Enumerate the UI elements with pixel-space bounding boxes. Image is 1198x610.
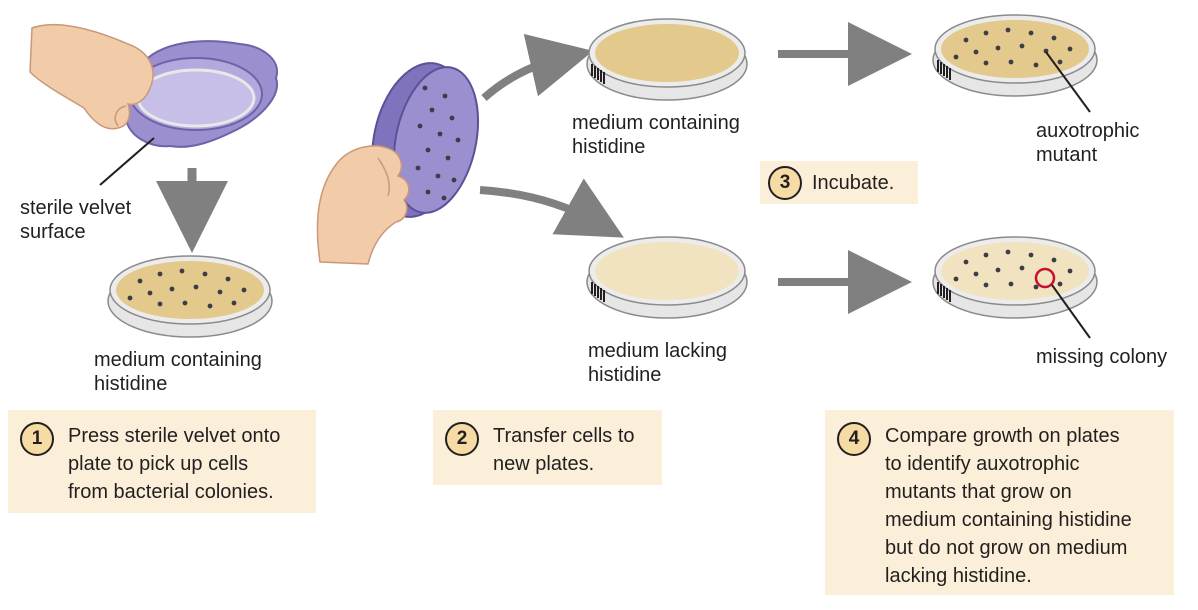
step-4-line-6: lacking histidine. [885, 565, 1032, 587]
step-1-line-2: plate to pick up cells [68, 453, 249, 475]
step-1-box: 1 Press sterile velvet onto plate to pic… [8, 410, 316, 513]
result-plate-histidine [932, 14, 1098, 97]
step-4-line-2: to identify auxotrophic [885, 453, 1080, 475]
step-4-line-1: Compare growth on plates [885, 425, 1120, 447]
label-replica-histidine-line2: histidine [572, 136, 646, 158]
step-2-box: 2 Transfer cells to new plates. [433, 410, 662, 485]
label-sterile-velvet: sterile velvet surface [20, 196, 131, 244]
velvet-pointer-line [99, 137, 155, 186]
master-plate [107, 255, 273, 338]
label-replica-lacking-line2: histidine [588, 364, 662, 386]
velvet-pad-step1 [115, 40, 279, 148]
step-2-line-1: Transfer cells to [493, 425, 635, 447]
replica-plate-histidine [586, 18, 748, 101]
auxotrophic-pointer-line [1045, 51, 1091, 113]
arrow-to-lacking-plate [479, 178, 624, 238]
label-auxotrophic-mutant: auxotrophic mutant [1036, 119, 1139, 167]
step-4-box: 4 Compare growth on plates to identify a… [825, 410, 1174, 595]
result-plate-lacking [932, 236, 1098, 319]
step-3-line-1: Incubate. [812, 172, 895, 194]
step-2-number: 2 [445, 422, 479, 456]
label-replica-histidine-line1: medium containing [572, 112, 740, 134]
step-4-line-3: mutants that grow on [885, 481, 1072, 503]
step-2-line-2: new plates. [493, 453, 595, 475]
label-auxotrophic-line2: mutant [1036, 144, 1098, 166]
label-auxotrophic-line1: auxotrophic [1036, 120, 1140, 142]
step-1-line-3: from bacterial colonies. [68, 481, 274, 503]
step-3-number: 3 [768, 166, 802, 200]
hand-step1 [29, 23, 154, 130]
label-sterile-velvet-line2: surface [20, 221, 86, 243]
label-replica-histidine: medium containing histidine [572, 111, 740, 159]
step-4-line-5: but do not grow on medium [885, 537, 1128, 559]
arrow-to-histidine-plate [481, 33, 594, 102]
label-master-medium: medium containing histidine [94, 348, 262, 396]
label-master-medium-line2: histidine [94, 373, 168, 395]
step-4-number: 4 [837, 422, 871, 456]
label-missing-colony: missing colony [1036, 346, 1168, 368]
step-3-box: 3 Incubate. [760, 161, 918, 204]
missing-colony-ring [1034, 267, 1056, 289]
label-sterile-velvet-line1: sterile velvet [20, 197, 132, 219]
replica-plate-lacking [586, 236, 748, 319]
step-1-number: 1 [20, 422, 54, 456]
missing-colony-pointer-line [1051, 284, 1091, 339]
hand-step2 [316, 145, 410, 265]
step-4-line-4: medium containing histidine [885, 509, 1132, 531]
step-1-line-1: Press sterile velvet onto [68, 425, 281, 447]
label-replica-lacking-line1: medium lacking [588, 340, 727, 362]
label-master-medium-line1: medium containing [94, 349, 262, 371]
label-replica-lacking: medium lacking histidine [588, 339, 727, 387]
